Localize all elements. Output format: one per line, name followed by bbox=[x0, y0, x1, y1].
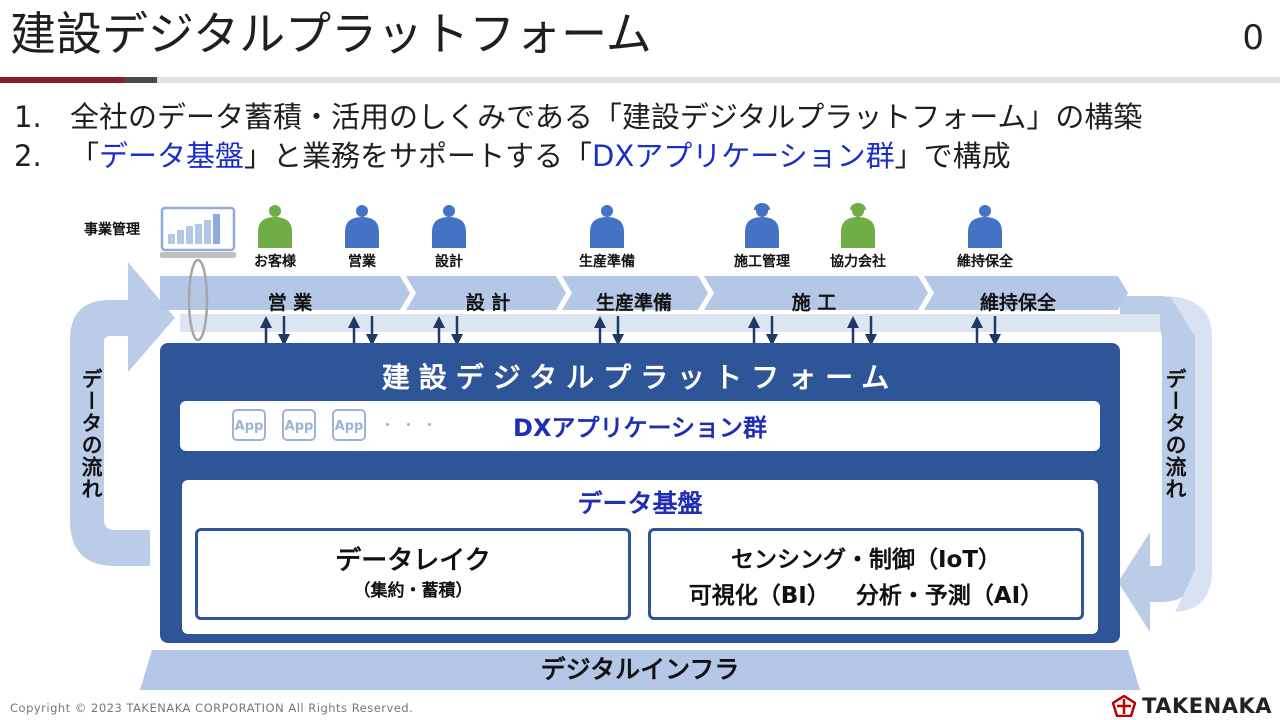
phase-band-shadow bbox=[180, 314, 1160, 332]
analytics-line-iot: センシング・制御（IoT） bbox=[730, 547, 1002, 573]
dx-apps-label: DXアプリケーション群 bbox=[513, 414, 767, 442]
app-tile: App bbox=[282, 409, 316, 441]
person-label-site-mgmt: 施工管理 bbox=[734, 254, 790, 270]
arrow-down-icon bbox=[612, 316, 624, 346]
point-1-number: 1. bbox=[14, 100, 42, 134]
person-icon bbox=[432, 205, 466, 248]
person-icon bbox=[345, 205, 379, 248]
person-label-customer: お客様 bbox=[254, 254, 296, 270]
person-icon bbox=[968, 205, 1002, 248]
arrow-up-icon bbox=[971, 316, 983, 344]
person-label-partner: 協力会社 bbox=[830, 254, 886, 270]
person-label-maintenance: 維持保全 bbox=[957, 254, 1013, 270]
digital-infra-label: デジタルインフラ bbox=[540, 655, 740, 684]
data-lake-title: データレイク bbox=[335, 546, 491, 576]
point-1-text: 全社のデータ蓄積・活用のしくみである「建設デジタルプラットフォーム」の構築 bbox=[70, 100, 1143, 134]
person-icon bbox=[590, 205, 624, 248]
data-flow-loop-right-shade bbox=[1170, 296, 1212, 612]
arrow-down-icon bbox=[451, 316, 463, 346]
people-icons bbox=[258, 203, 1002, 248]
arrow-down-icon bbox=[766, 316, 778, 346]
arrow-down-icon bbox=[989, 316, 1001, 346]
point-2-highlight-dx-apps: DXアプリケーション群 bbox=[592, 139, 895, 173]
copyright-text: Copyright © 2023 TAKENAKA CORPORATION Al… bbox=[10, 701, 414, 715]
arrow-up-icon bbox=[847, 316, 859, 344]
point-1: 1. 全社のデータ蓄積・活用のしくみである「建設デジタルプラットフォーム」の構築 bbox=[14, 94, 1142, 136]
point-2-text-after: 」で構成 bbox=[894, 139, 1011, 173]
platform-title: 建設デジタルプラットフォーム bbox=[381, 361, 899, 394]
phase-label-sales: 営 業 bbox=[267, 292, 313, 314]
data-flow-label-left: データの流れ bbox=[79, 368, 103, 500]
phase-label-prep: 生産準備 bbox=[595, 292, 673, 314]
app-tile: App bbox=[332, 409, 366, 441]
arrow-up-icon bbox=[433, 316, 445, 344]
point-2: 2. 「データ基盤」と業務をサポートする「DXアプリケーション群」で構成 bbox=[14, 133, 1011, 175]
phase-chevron-sales bbox=[160, 276, 410, 310]
phase-chevron-maintenance bbox=[924, 276, 1128, 310]
interaction-arrows bbox=[260, 316, 1001, 346]
data-lake-subtitle: （集約・蓄積） bbox=[353, 581, 473, 601]
business-management-label: 事業管理 bbox=[84, 222, 140, 238]
arrow-up-icon bbox=[260, 316, 272, 344]
page-title: 建設デジタルプラットフォーム bbox=[10, 7, 652, 61]
analytics-box bbox=[648, 528, 1084, 620]
arrow-down-icon bbox=[278, 316, 290, 346]
phase-label-construction: 施 工 bbox=[791, 292, 837, 314]
title-rule-accent bbox=[0, 77, 125, 83]
phase-band bbox=[160, 276, 1160, 332]
page-number: 0 bbox=[1242, 18, 1264, 58]
point-2-highlight-data-foundation: データ基盤 bbox=[99, 139, 245, 173]
point-2-text-before: 「 bbox=[70, 139, 100, 173]
data-flow-loop-right bbox=[1118, 296, 1195, 632]
person-label-production-prep: 生産準備 bbox=[579, 254, 635, 270]
app-tile: App bbox=[232, 409, 266, 441]
person-icon bbox=[745, 203, 779, 248]
person-icon bbox=[841, 203, 875, 248]
data-flow-label-right: データの流れ bbox=[1163, 368, 1187, 500]
point-2-text-mid: 」と業務をサポートする「 bbox=[244, 139, 593, 173]
company-logo: TAKENAKA bbox=[1112, 694, 1272, 718]
point-2-number: 2. bbox=[14, 139, 42, 173]
takenaka-logo-icon bbox=[1112, 695, 1137, 717]
data-foundation-label: データ基盤 bbox=[577, 489, 703, 518]
title-rule-dark bbox=[125, 77, 157, 83]
data-lake-box bbox=[195, 528, 631, 620]
data-foundation-box bbox=[182, 480, 1098, 634]
phase-chevron-prep bbox=[562, 276, 708, 310]
title-rule bbox=[157, 77, 1280, 83]
arrow-down-icon bbox=[366, 316, 378, 346]
analytics-line-bi-ai: 可視化（BI） 分析・予測（AI） bbox=[688, 583, 1044, 609]
arrow-down-icon bbox=[865, 316, 877, 346]
phase-label-design: 設 計 bbox=[465, 292, 511, 314]
phase-label-maintenance: 維持保全 bbox=[979, 292, 1057, 314]
person-label-design: 設計 bbox=[435, 254, 463, 270]
person-label-sales: 営業 bbox=[348, 254, 376, 270]
monitor-icon bbox=[160, 206, 236, 258]
person-icon bbox=[258, 205, 292, 248]
arrow-up-icon bbox=[348, 316, 360, 344]
arrow-up-icon bbox=[748, 316, 760, 344]
phase-chevron-construction bbox=[704, 276, 928, 310]
logo-wordmark: TAKENAKA bbox=[1142, 694, 1272, 718]
phase-chevron-design bbox=[406, 276, 566, 310]
data-flow-loop-left bbox=[70, 262, 175, 566]
monitor-cable bbox=[187, 258, 209, 342]
app-ellipsis: ・・・ bbox=[380, 416, 444, 434]
arrow-up-icon bbox=[594, 316, 606, 344]
digital-infra-base bbox=[140, 650, 1140, 690]
